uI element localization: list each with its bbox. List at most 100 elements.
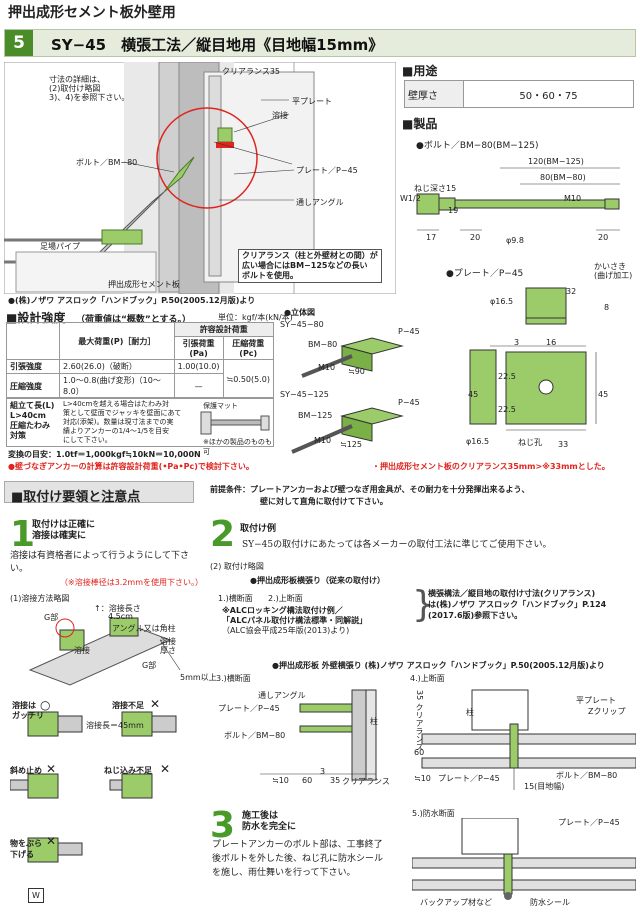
assembly-text-1: L>40cmを越える場合はたわみ対 (63, 400, 169, 408)
bolt-title: ●ボルト／BM−80(BM−125) (416, 141, 539, 151)
waterproof-diagram (412, 818, 636, 900)
assembly-text-4: 績よりアンカーの1/4〜1/5を目安 (63, 427, 170, 435)
plate-dim-32: 32 (566, 287, 577, 296)
section-number: 5 (5, 30, 33, 56)
strength-table: 最大荷重(P)［耐力］ 許容設計荷重 引張荷重(Pa) 圧縮荷重(Pc) 引張強… (6, 322, 275, 399)
w-backup: バックアップ材など (420, 898, 492, 907)
col-max: 最大荷重(P)［耐力］ (59, 322, 175, 360)
usage-heading: ■用途 (402, 64, 438, 78)
step1-red: （※溶接棒径は3.2mmを使用下さい。） (60, 578, 204, 587)
ng-icon-4: ✕ (46, 834, 57, 848)
ng-icon-1: ✕ (150, 697, 161, 711)
plate-dim-45a: 45 (468, 390, 479, 399)
brace-icon: } (412, 584, 435, 625)
product-heading: ■製品 (402, 117, 438, 131)
row-name: 引張強度 (6, 359, 60, 374)
ok-label-2: ガッチリ (12, 711, 44, 720)
usage-value: 50・60・75 (463, 80, 634, 108)
plate-dim-45b: 45 (598, 390, 609, 399)
assembly-label: 組立て長(L) L>40cm 圧縮たわみ 対策 (10, 401, 54, 441)
label-panel: 押出成形セメント板 (108, 280, 180, 289)
iso-title: ●立体図 (284, 308, 315, 317)
step3-title: 施工後は 防水を完全に (242, 811, 296, 833)
step3-number: 3 (210, 805, 236, 846)
assembly-label-1: 組立て長(L) (10, 401, 55, 410)
row-pc: ≒0.50(5.0) (222, 359, 274, 399)
page-header: 押出成形セメント板外壁用 (8, 5, 176, 21)
hozon-label: 保護マット (203, 402, 238, 410)
brace-text-2: は(株)ノザワ アスロック「ハンドブック」P.124 (428, 600, 607, 609)
note-line-1: 寸法の詳細は、 (49, 75, 105, 84)
clearance-note-1: クリアランス（柱と外壁材との間）が (242, 251, 378, 260)
ng-icon-2: ✕ (46, 762, 57, 776)
ok-icon: ○ (40, 698, 51, 712)
note-line-2: (2)取付け略図 (49, 84, 101, 93)
strength-unit: 単位：kgf/本(kN/本) (218, 313, 293, 322)
usage-table: 壁厚さ 50・60・75 (404, 80, 634, 108)
bolt-w12: W1/2 (400, 194, 421, 203)
ng-label-4b: 下げる (10, 850, 34, 859)
install-premise: 前提条件：プレートアンカーおよび壁つなぎ用金具が、その耐力を十分発揮出来るよう、… (210, 484, 530, 508)
label-through-angle: 通しアングル (296, 198, 344, 207)
brace-text-1: 横張構法／縦目地の取付け寸法(クリアランス) (428, 589, 596, 598)
clearance-note-2: 広い場合にはBM−125などの長い (242, 261, 368, 270)
label-bolt: ボルト／BM−80 (76, 158, 138, 167)
plate-bend-1: かいさき (594, 262, 626, 271)
plate-dim-16: 16 (546, 338, 557, 347)
ng-label-2: 斜め止め (10, 766, 42, 775)
assembly-label-2: L>40cm (10, 411, 47, 420)
h-d35: 35 (330, 776, 341, 785)
step1-g1: G部 (44, 613, 59, 622)
step1-weldlabel: 溶接 (74, 646, 90, 655)
step1-text: 溶接は有資格者によって行うようにして下さい。 (10, 551, 190, 574)
mm45-label: 溶接長＝45mm (86, 721, 144, 730)
step2-title: 取付け例 (240, 524, 277, 534)
section-title: SY−45 横張工法／縦目地用《目地幅15mm》 (51, 36, 384, 54)
h-bolt: ボルト／BM−80 (224, 731, 286, 740)
step1-title: 取付けは正確に 溶接は確実に (32, 520, 95, 542)
bolt-dim-20a: 20 (470, 233, 481, 242)
plate-hole: ねじ孔 (518, 438, 542, 447)
weight-box: W (28, 888, 44, 903)
iso-a-m10: M10 (318, 363, 336, 372)
plate-dim-8: 8 (604, 303, 610, 312)
col-allow: 許容設計荷重 (173, 322, 275, 337)
col-shear: 圧縮荷重 (232, 339, 265, 348)
ng-label-3: ねじ込み不足 (104, 766, 152, 775)
conversion-note: 変換の目安：1.0tf＝1,000kgf≒10kN＝10,000N (8, 450, 201, 459)
bolt-diagram (416, 167, 620, 231)
step2-text: SY−45の取付けにあたっては各メーカーの取付工法に準じてご使用下さい。 (242, 540, 552, 550)
iso-b-plate: P−45 (398, 398, 420, 407)
plan-section-diagram (421, 689, 636, 790)
step1-weldlen2: 4.5cm (108, 612, 133, 621)
row-max: 2.60(26.0)（破断） (59, 359, 175, 374)
install-heading: ■取付け要領と注意点 (11, 490, 141, 505)
detail-note: 寸法の詳細は、 (2)取付け略図 3)、4)を参照下さい。 (49, 75, 129, 102)
bolt-dim-20b: 20 (598, 233, 609, 242)
strength-subtitle: （荷重値は“概数”とする。） (76, 315, 192, 325)
strength-heading: ■設計強度 (6, 311, 66, 325)
col-tension: 引張荷重 (182, 339, 215, 348)
step1-title-1: 取付けは正確に (32, 520, 96, 530)
brace-text: 横張構法／縦目地の取付け寸法(クリアランス) は(株)ノザワ アスロック「ハンド… (428, 588, 606, 621)
alc-ref: ※ALCロッキング構法取付け例／ 「ALCパネル取付け構法標準・同解説」 （AL… (222, 606, 367, 636)
w-plate: プレート／P−45 (558, 818, 620, 827)
p-zclip: Zクリップ (588, 707, 626, 716)
s4-label: 4.)上断面 (410, 674, 445, 683)
clearance-red-note: ・押出成形セメント板のクリアランス35mm>※33mmとした。 (372, 462, 610, 471)
bolt-dim-80: 80(BM−80) (540, 173, 586, 182)
iso-a-bolt: BM−80 (308, 340, 338, 349)
col-tension-unit: (Pa) (189, 349, 208, 358)
horizontal-title: ●押出成形板横張り（従来の取付け） (250, 576, 385, 585)
alc-ref-1: ※ALCロッキング構法取付け例／ (222, 606, 343, 615)
ng-label-4: 物をぶら (10, 839, 42, 848)
label-plate: プレート／P−45 (296, 166, 358, 175)
weld-examples (10, 711, 177, 863)
strength-warning: ●壁づなぎアンカーの計算は許容設計荷重(•Pa•Pc)で検討下さい。 (8, 462, 254, 471)
plate-bend-2: (曲げ加工) (594, 271, 633, 280)
clearance-note-3: ボルトを使用。 (242, 271, 298, 280)
usage-label: 壁厚さ (404, 80, 464, 108)
iso-a-len: ≒90 (348, 367, 365, 376)
step3-title-2: 防水を完全に (242, 822, 297, 832)
row-name: 圧縮強度 (6, 373, 60, 399)
